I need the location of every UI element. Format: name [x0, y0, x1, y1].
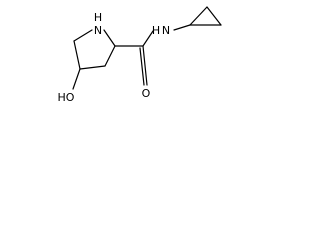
bond-c4-c5	[73, 40, 81, 70]
ring-nitrogen-label: N	[94, 24, 102, 37]
bond-amide-n-cyclopropyl	[173, 24, 191, 31]
bond-cyclopropyl-b	[206, 6, 222, 26]
hydroxyl-label: HO	[58, 91, 75, 104]
amide-nitrogen-h-label: H	[152, 24, 160, 37]
amide-nitrogen-label: N	[162, 24, 170, 37]
bond-carbonyl-oxygen-2	[139, 47, 145, 86]
bond-carbonyl-amide-n	[142, 30, 154, 47]
bond-n1-c2	[103, 29, 116, 47]
bond-cyclopropyl-a	[189, 6, 208, 26]
carbonyl-oxygen-label: O	[142, 87, 151, 100]
ring-nitrogen-h-label: H	[94, 11, 102, 24]
bond-c5-n1	[73, 29, 93, 42]
bond-c4-oh	[72, 68, 81, 90]
molecule-structure: H N H N O HO	[58, 6, 222, 104]
bond-c3-c4	[79, 65, 106, 70]
bond-carbonyl-oxygen-1	[142, 45, 148, 86]
bond-c2-c3	[104, 45, 116, 67]
